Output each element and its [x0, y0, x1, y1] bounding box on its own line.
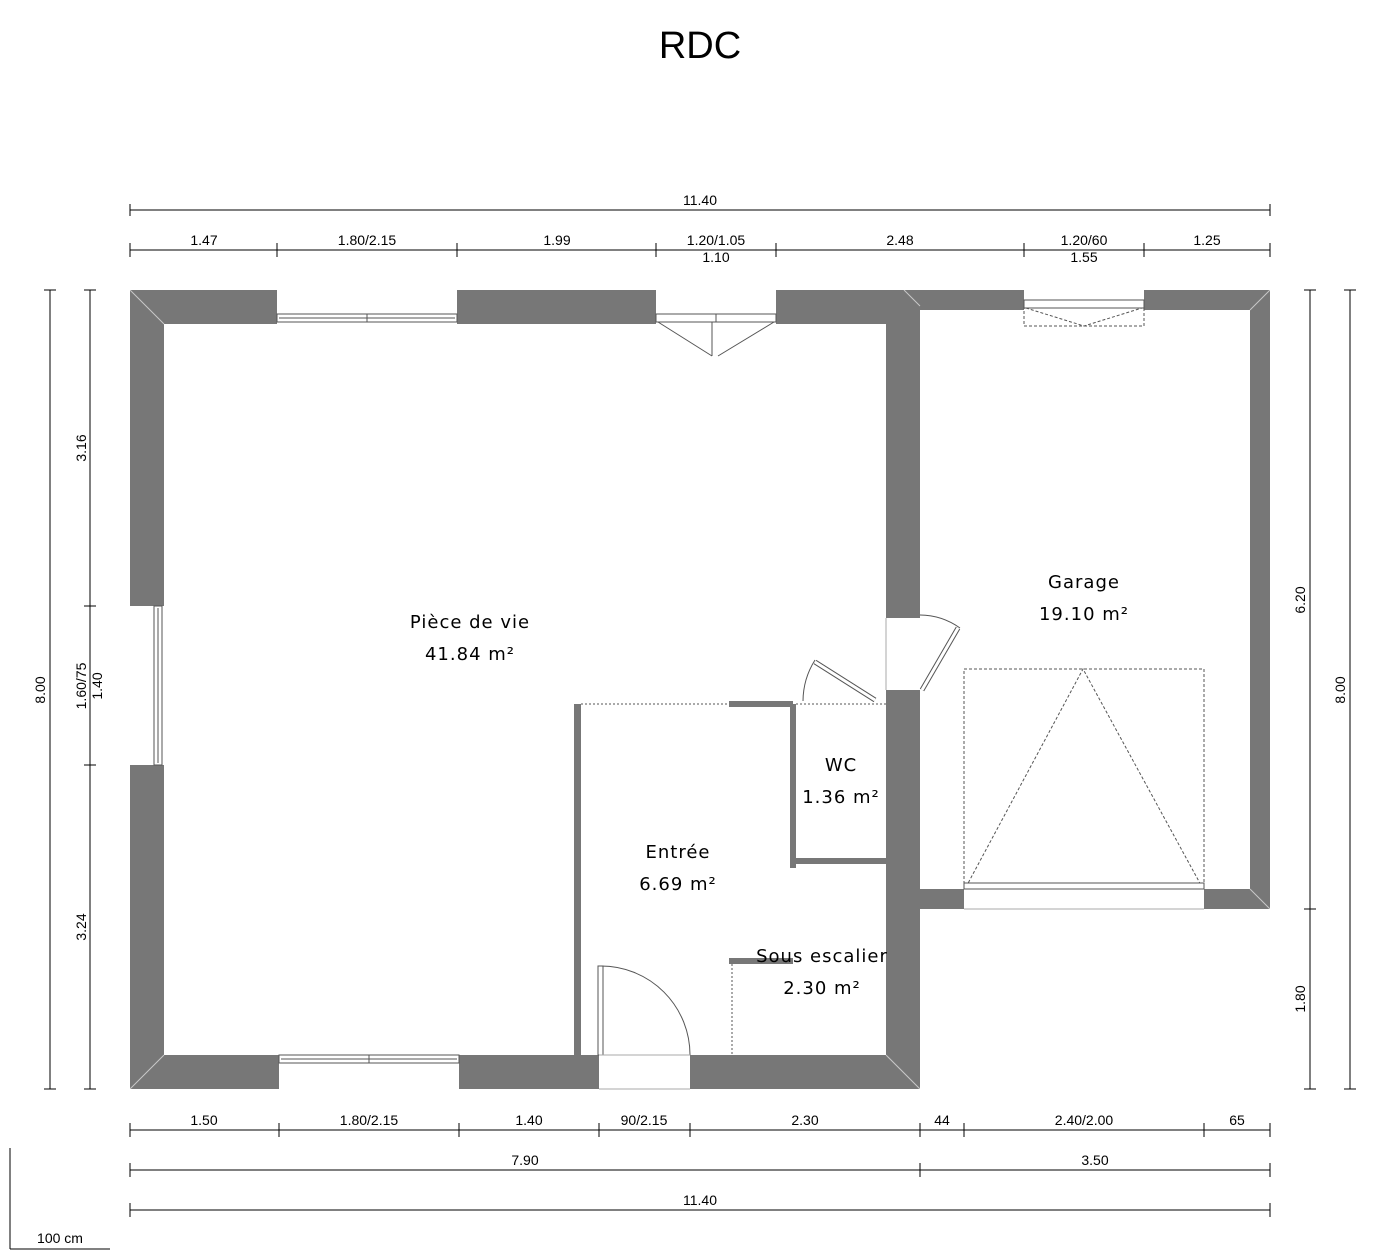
walls: [130, 290, 1270, 1089]
svg-text:44: 44: [934, 1112, 950, 1128]
svg-text:2.40/2.00: 2.40/2.00: [1055, 1112, 1114, 1128]
svg-text:90/2.15: 90/2.15: [621, 1112, 668, 1128]
svg-text:1.47: 1.47: [190, 232, 217, 248]
svg-text:7.90: 7.90: [511, 1152, 538, 1168]
room-name-piece-de-vie: Pièce de vie: [410, 612, 530, 633]
dimension-left-total: 8.00: [32, 289, 56, 1090]
svg-text:2.48: 2.48: [886, 232, 913, 248]
svg-text:1.50: 1.50: [190, 1112, 217, 1128]
scale-bar: 100 cm: [9, 1148, 110, 1250]
svg-text:3.50: 3.50: [1081, 1152, 1108, 1168]
dimension-top-total: 11.40: [129, 192, 1271, 216]
svg-text:1.25: 1.25: [1193, 232, 1220, 248]
svg-text:8.00: 8.00: [1332, 676, 1348, 703]
room-labels: Pièce de vie 41.84 m² Garage 19.10 m² WC…: [410, 572, 1129, 999]
room-name-garage: Garage: [1048, 572, 1120, 593]
room-area-garage: 19.10 m²: [1039, 604, 1129, 625]
svg-text:3.24: 3.24: [73, 913, 89, 940]
dimension-left-segments: 3.16 1.60/75 1.40 3.24: [73, 289, 105, 1090]
room-name-wc: WC: [825, 755, 857, 776]
svg-text:1.10: 1.10: [702, 249, 729, 265]
svg-text:11.40: 11.40: [683, 1192, 717, 1208]
svg-text:1.99: 1.99: [543, 232, 570, 248]
dimension-bottom-total: 11.40: [129, 1192, 1271, 1217]
room-area-sous-escalier: 2.30 m²: [783, 978, 861, 999]
room-area-piece-de-vie: 41.84 m²: [425, 644, 515, 665]
svg-text:1.55: 1.55: [1070, 249, 1097, 265]
svg-text:11.40: 11.40: [683, 192, 717, 208]
svg-text:1.80/2.15: 1.80/2.15: [338, 232, 397, 248]
svg-text:2.30: 2.30: [791, 1112, 818, 1128]
dimension-bottom-segments: 1.50 1.80/2.15 1.40 90/2.15 2.30 44 2.40…: [129, 1112, 1271, 1137]
room-name-entree: Entrée: [646, 842, 711, 863]
svg-text:3.16: 3.16: [73, 434, 89, 461]
scale-label: 100 cm: [37, 1230, 83, 1246]
svg-text:65: 65: [1229, 1112, 1245, 1128]
room-area-wc: 1.36 m²: [802, 787, 880, 808]
openings: [153, 299, 1205, 1090]
room-name-sous-escalier: Sous escalier: [756, 946, 888, 967]
svg-text:1.40: 1.40: [89, 672, 105, 699]
svg-text:1.80/2.15: 1.80/2.15: [340, 1112, 399, 1128]
plan-title: RDC: [659, 25, 741, 67]
dimension-right-segments: 6.20 1.80: [1292, 289, 1316, 1090]
dimension-right-total: 8.00: [1332, 289, 1356, 1090]
dimension-top-segments: 1.47 1.80/2.15 1.99 1.20/1.05 2.48 1.20/…: [129, 232, 1271, 265]
svg-text:1.40: 1.40: [515, 1112, 542, 1128]
svg-text:6.20: 6.20: [1292, 586, 1308, 613]
svg-text:8.00: 8.00: [32, 676, 48, 703]
svg-text:1.20/60: 1.20/60: [1061, 232, 1108, 248]
svg-text:1.60/75: 1.60/75: [73, 662, 89, 709]
svg-text:1.80: 1.80: [1292, 985, 1308, 1012]
svg-text:1.20/1.05: 1.20/1.05: [687, 232, 746, 248]
room-area-entree: 6.69 m²: [639, 874, 717, 895]
dimension-bottom-mid: 7.90 3.50: [129, 1152, 1271, 1177]
